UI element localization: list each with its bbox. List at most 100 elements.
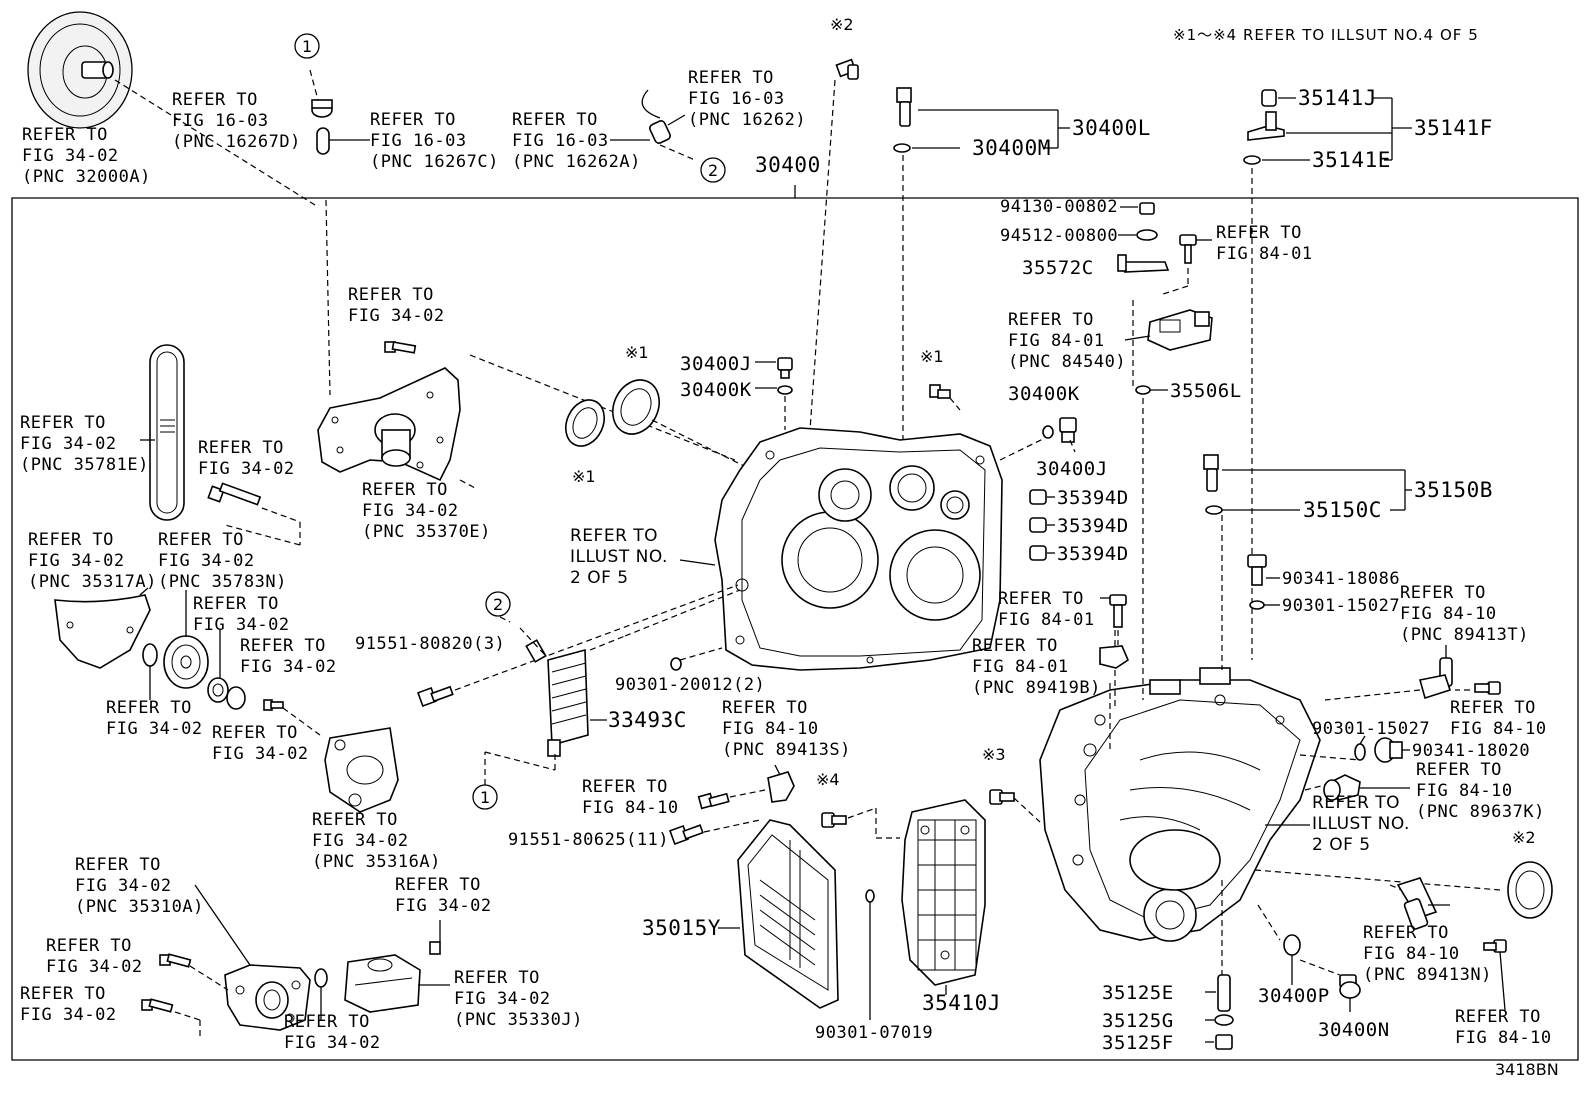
pin-35125E xyxy=(1217,974,1231,1012)
valve-body-35410J xyxy=(901,799,986,986)
ref-line: FIG 84-10 xyxy=(582,798,679,818)
assembly-frame xyxy=(11,197,1579,1061)
case-cover xyxy=(317,367,461,482)
mark-3: ※3 xyxy=(982,745,1006,764)
ref-line: ILLUST NO. xyxy=(570,547,668,567)
bolt-mark3 xyxy=(989,789,1015,805)
ref-line: REFER TO xyxy=(28,530,114,550)
part-30400J-b: 30400J xyxy=(1036,458,1108,480)
ref-line: REFER TO xyxy=(1363,923,1449,943)
part-30400L: 30400L xyxy=(1072,116,1151,140)
part-35410J: 35410J xyxy=(922,991,1001,1015)
ref-line: FIG 34-02 xyxy=(312,831,409,851)
plug-30400J-a xyxy=(777,357,793,379)
ref-line: (PNC 16262A) xyxy=(512,152,641,172)
part-30400J-a: 30400J xyxy=(680,353,752,375)
sensor-89413N xyxy=(1396,877,1438,930)
part-30400N: 30400N xyxy=(1318,1019,1390,1041)
ref-line: (PNC 89413S) xyxy=(722,740,851,760)
part-30400K-b: 30400K xyxy=(1008,383,1080,405)
ref-line: FIG 34-02 xyxy=(198,459,295,479)
ref-line: FIG 34-02 xyxy=(395,896,492,916)
lever-35572C xyxy=(1117,254,1170,273)
oring-34-02 xyxy=(207,677,246,710)
ref-line: ILLUST NO. xyxy=(1312,814,1410,834)
bolt-34-02-b xyxy=(384,341,417,354)
ref-line: 2 OF 5 xyxy=(1312,835,1371,855)
transmission-case xyxy=(714,427,1003,671)
ref-line: FIG 34-02 xyxy=(284,1033,381,1053)
sensor-30400L xyxy=(893,87,912,153)
ref-line: REFER TO xyxy=(193,594,279,614)
ref-line: REFER TO xyxy=(454,968,540,988)
ref-line: (PNC 35783N) xyxy=(158,572,287,592)
torque-converter xyxy=(27,11,133,129)
part-35150C: 35150C xyxy=(1303,498,1382,522)
bolt-84-10-c xyxy=(1483,939,1507,953)
part-33493C: 33493C xyxy=(608,708,687,732)
diagram-id: 3418BN xyxy=(1495,1060,1559,1079)
pump-35310A xyxy=(224,964,311,1031)
mark-1-seal-top: ※1 xyxy=(625,343,649,362)
ref-line: FIG 34-02 xyxy=(22,146,119,166)
ref-line: FIG 34-02 xyxy=(20,434,117,454)
ref-line: REFER TO xyxy=(348,285,434,305)
part-35141F: 35141F xyxy=(1414,116,1493,140)
ref-line: FIG 16-03 xyxy=(370,131,467,151)
part-30400M: 30400M xyxy=(972,136,1051,160)
bolt-84-01-b xyxy=(1109,594,1127,628)
bolt-strainer xyxy=(429,941,441,955)
ref-line: FIG 34-02 xyxy=(158,551,255,571)
bolt-mark4 xyxy=(821,812,847,828)
belt-35781E xyxy=(149,344,185,521)
ref-line: FIG 34-02 xyxy=(348,306,445,326)
part-90301-15027-b: 90301-15027 xyxy=(1312,719,1430,739)
circle-2-mid: 2 xyxy=(493,595,503,614)
ref-line: FIG 34-02 xyxy=(28,551,125,571)
bolt-34-02-a xyxy=(207,482,262,506)
mark-4: ※4 xyxy=(816,770,840,789)
clamp-16262A xyxy=(649,120,671,144)
mark-2-right: ※2 xyxy=(1512,828,1536,847)
ref-line: REFER TO xyxy=(1400,583,1486,603)
bolt-mark1 xyxy=(929,384,951,399)
ref-line: (PNC 89413T) xyxy=(1400,625,1529,645)
part-35125F: 35125F xyxy=(1102,1032,1174,1054)
ref-line: FIG 34-02 xyxy=(46,957,143,977)
ref-line: (PNC 35317A) xyxy=(28,572,157,592)
plug-30400N xyxy=(1339,974,1361,999)
ref-line: REFER TO xyxy=(20,984,106,1004)
header-note: ※1～※4 REFER TO ILLSUT NO.4 OF 5 xyxy=(1173,26,1479,44)
sensor-89419B xyxy=(1099,645,1129,669)
ref-line: (PNC 16267C) xyxy=(370,152,499,172)
ref-line: (PNC 35310A) xyxy=(75,897,204,917)
part-35141J: 35141J xyxy=(1298,86,1377,110)
part-35394D-c: 35394D xyxy=(1057,543,1129,565)
sensor-35141F xyxy=(1243,89,1285,165)
tube-16267C xyxy=(316,127,330,155)
ref-line: FIG 84-01 xyxy=(1008,331,1105,351)
ref-line: REFER TO xyxy=(172,90,258,110)
ref-line: REFER TO xyxy=(688,68,774,88)
mark-1-bolt: ※1 xyxy=(920,347,944,366)
ref-line: REFER TO xyxy=(198,438,284,458)
strainer-35330J xyxy=(344,954,421,1013)
ref-line: REFER TO xyxy=(512,110,598,130)
ref-line: REFER TO xyxy=(75,855,161,875)
